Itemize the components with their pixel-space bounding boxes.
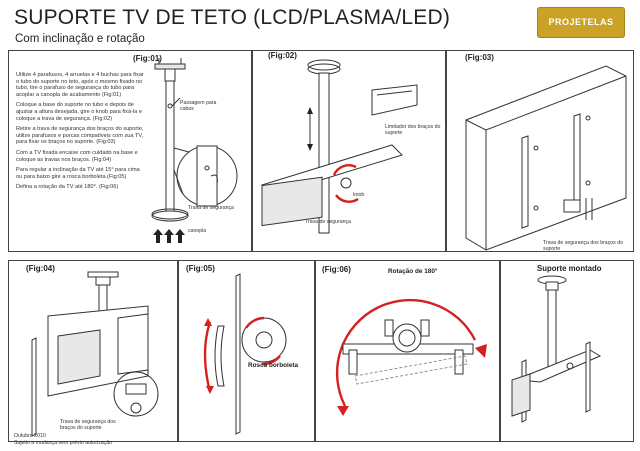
knob-shape	[340, 177, 352, 189]
fig02-knob-label: knob	[353, 192, 365, 198]
fig02-drawing	[261, 59, 418, 234]
fig05-rosca-label: Rosca borboleta	[248, 362, 299, 369]
fig02-trava-label: Trava de segurança	[305, 219, 351, 225]
fig03-trava-label: Trava de segurança dos braços do suporte	[543, 240, 623, 253]
fig02-tube	[318, 72, 330, 234]
tube	[165, 80, 175, 222]
rotation-arc	[335, 298, 477, 407]
fig06-label: (Fig:06)	[322, 265, 351, 274]
fig01-passagem-label: Passagem para cabos	[180, 100, 217, 113]
instruction-step-4: Com a TV fixada encaixe com cuidado na b…	[16, 149, 138, 163]
fig05-drawing	[203, 273, 287, 435]
montado-label: Suporte montado	[537, 264, 602, 273]
fig02-limitador-label: Limitador dos braços do suporte	[385, 124, 441, 137]
montado-drawing	[511, 275, 602, 423]
fig03-drawing	[465, 65, 627, 251]
fig03-label: (Fig:03)	[465, 53, 494, 62]
ceiling-plate	[154, 63, 186, 70]
footer-date: Outubro 2010	[14, 433, 46, 439]
instruction-step-3: Retire a trava de segurança dos braços d…	[16, 126, 144, 146]
fig04-label: (Fig:04)	[26, 264, 55, 273]
fig05-label: (Fig:05)	[186, 264, 215, 273]
fig06-drawing	[335, 298, 487, 416]
instruction-step-5: Para regular a inclinação da TV até 15° …	[16, 167, 140, 180]
instruction-step-6: Defina a rotação da TV até 180°. (Fig:06…	[16, 184, 119, 191]
fig02-label: (Fig:02)	[268, 51, 297, 60]
instruction-step-2: Coloque a base do suporte no tubo e depo…	[16, 102, 142, 122]
page-subtitle: Com inclinação e rotação	[15, 33, 145, 45]
instruction-step-1: Utilize 4 parafusos, 4 arruelas e 4 buch…	[16, 72, 144, 98]
brand-logo: PROJETELAS	[537, 7, 625, 38]
fig01-trava-label: Trava de segurança	[188, 205, 234, 211]
fig01-canopla-label: canopla	[188, 228, 207, 234]
panel-fig05	[178, 260, 315, 442]
fig06-rotacao-label: Rotação de 180°	[388, 268, 438, 275]
page-title: SUPORTE TV DE TETO (LCD/PLASMA/LED)	[14, 6, 451, 29]
instructions-block: Utilize 4 parafusos, 4 arruelas e 4 buch…	[16, 72, 144, 191]
fig04-trava-label: Trava de segurança dos braços do suporte	[60, 419, 116, 432]
brand-logo-text: PROJETELAS	[548, 17, 614, 27]
fig01-drawing	[151, 58, 238, 243]
fig01-label: (Fig:01)	[133, 54, 162, 63]
footer-disclaimer: Sujeito a mudança sem prévio autorização	[14, 440, 113, 446]
fig04-drawing	[31, 271, 159, 437]
